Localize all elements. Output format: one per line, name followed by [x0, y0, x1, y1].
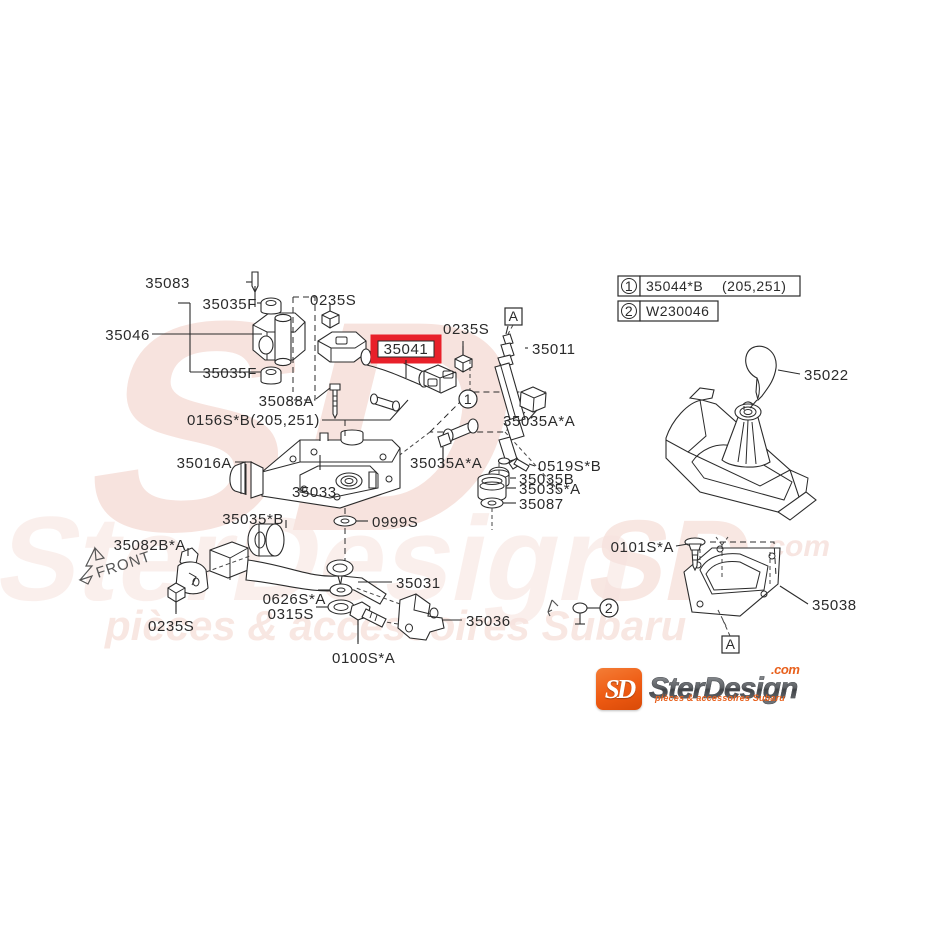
assembly-outline-35046 [287, 296, 316, 401]
logo-wordmark-wrap: SterDesign .com pièces & accessoires Sub… [649, 663, 800, 705]
label-35035F-upper: 35035F [203, 296, 257, 313]
part-0519SB-screw [508, 457, 530, 472]
label-0156SB: 0156S*B(205,251) [187, 412, 320, 429]
label-0235S-upper: 0235S [310, 292, 356, 309]
label-0235S-middle: 0235S [443, 321, 489, 338]
part-35035B2-bushing [247, 523, 285, 557]
highlight-inner-35041 [377, 340, 435, 358]
front-direction-arrow [78, 546, 106, 585]
callout-A-upper: A [504, 307, 523, 326]
part-0101SA-screw [684, 537, 706, 572]
part-35038-boot-plate [683, 536, 781, 627]
leader-lines [152, 281, 809, 644]
label-35035F-lower: 35035F [203, 365, 257, 382]
part-35035AA-bushing-right [519, 386, 547, 413]
logo-wordmark: SterDesign [649, 672, 799, 705]
label-35035B: 35035B [519, 471, 574, 488]
part-35022-shift-knob [745, 345, 777, 409]
part-35011-shift-lever [494, 325, 526, 465]
label-35031: 35031 [396, 575, 441, 592]
label-35035AA-right: 35035A*A [503, 413, 575, 430]
callout-A-lower: A [721, 635, 740, 654]
label-35038: 35038 [812, 597, 857, 614]
label-35016A: 35016A [177, 455, 232, 472]
callout-A-upper-text: A [509, 308, 519, 324]
front-marker-small [547, 599, 559, 617]
label-35041-highlighted: 35041 [384, 341, 429, 358]
callout-number-1: 1 [458, 389, 478, 409]
label-35035B2: 35035*B [222, 511, 284, 528]
label-35036: 35036 [466, 613, 511, 630]
label-35083: 35083 [145, 275, 190, 292]
label-0235S-lower: 0235S [148, 618, 194, 635]
part-0999S-washer [333, 515, 357, 527]
part-35035F-bushing-lower [260, 366, 282, 385]
watermark-tagline: pièces & accessoires Subaru [104, 602, 686, 649]
watermark-brand-text: SterDesign [0, 491, 649, 625]
part-35083-pin [251, 271, 259, 307]
callout-number-2: 2 [599, 598, 619, 618]
legend-marker-2: 2 [625, 303, 633, 319]
legend-marker-1: 1 [625, 278, 633, 294]
part-0100SA-bolt [349, 601, 387, 642]
part-35033-cover [261, 429, 401, 509]
label-0519SB: 0519S*B [538, 458, 601, 475]
sterdesign-logo[interactable]: SD SterDesign .com pièces & accessoires … [596, 663, 800, 710]
callout-2-text: 2 [605, 600, 613, 616]
label-35082BA: 35082B*A [114, 537, 186, 554]
legend-part-2: W230046 [646, 303, 709, 319]
label-0315S: 0315S [268, 606, 314, 623]
part-35088A-bolt [329, 383, 341, 420]
label-35035A: 35035*A [519, 481, 581, 498]
legend-part-1: 35044*B [646, 278, 703, 294]
label-35035AA-left: 35035A*A [410, 455, 482, 472]
part-35016A-boot [229, 461, 264, 499]
legend-box: 1 35044*B (205,251) 2 W230046 [617, 275, 801, 322]
label-0101SA: 0101S*A [611, 539, 674, 556]
leader-dash-82 [205, 555, 251, 573]
label-35011: 35011 [532, 341, 576, 358]
part-35046-bracket [252, 312, 306, 367]
callout-A-lower-text: A [726, 636, 736, 652]
callout-1-text: 1 [464, 391, 472, 407]
logo-dotcom: .com [771, 662, 800, 677]
label-0100SA: 0100S*A [332, 650, 395, 667]
label-35087: 35087 [519, 496, 564, 513]
label-35088A: 35088A [259, 393, 314, 410]
label-35033: 35033 [292, 484, 337, 501]
part-35035F-bushing-upper [260, 297, 282, 315]
part-W230046-clip [572, 602, 600, 625]
label-35022: 35022 [804, 367, 849, 384]
part-35036-bracket [355, 587, 445, 641]
legend-note-1: (205,251) [722, 278, 786, 294]
logo-tagline: pièces & accessoires Subaru [655, 693, 785, 703]
part-console-boot-assembly [665, 387, 817, 521]
part-0156SB-rod [369, 393, 401, 412]
label-35046: 35046 [105, 327, 150, 344]
logo-badge-text: SD [604, 673, 636, 704]
label-0999S: 0999S [372, 514, 418, 531]
logo-badge: SD [596, 668, 642, 710]
part-35031-stay-rod [209, 541, 387, 605]
label-0626SA: 0626S*A [263, 591, 326, 608]
